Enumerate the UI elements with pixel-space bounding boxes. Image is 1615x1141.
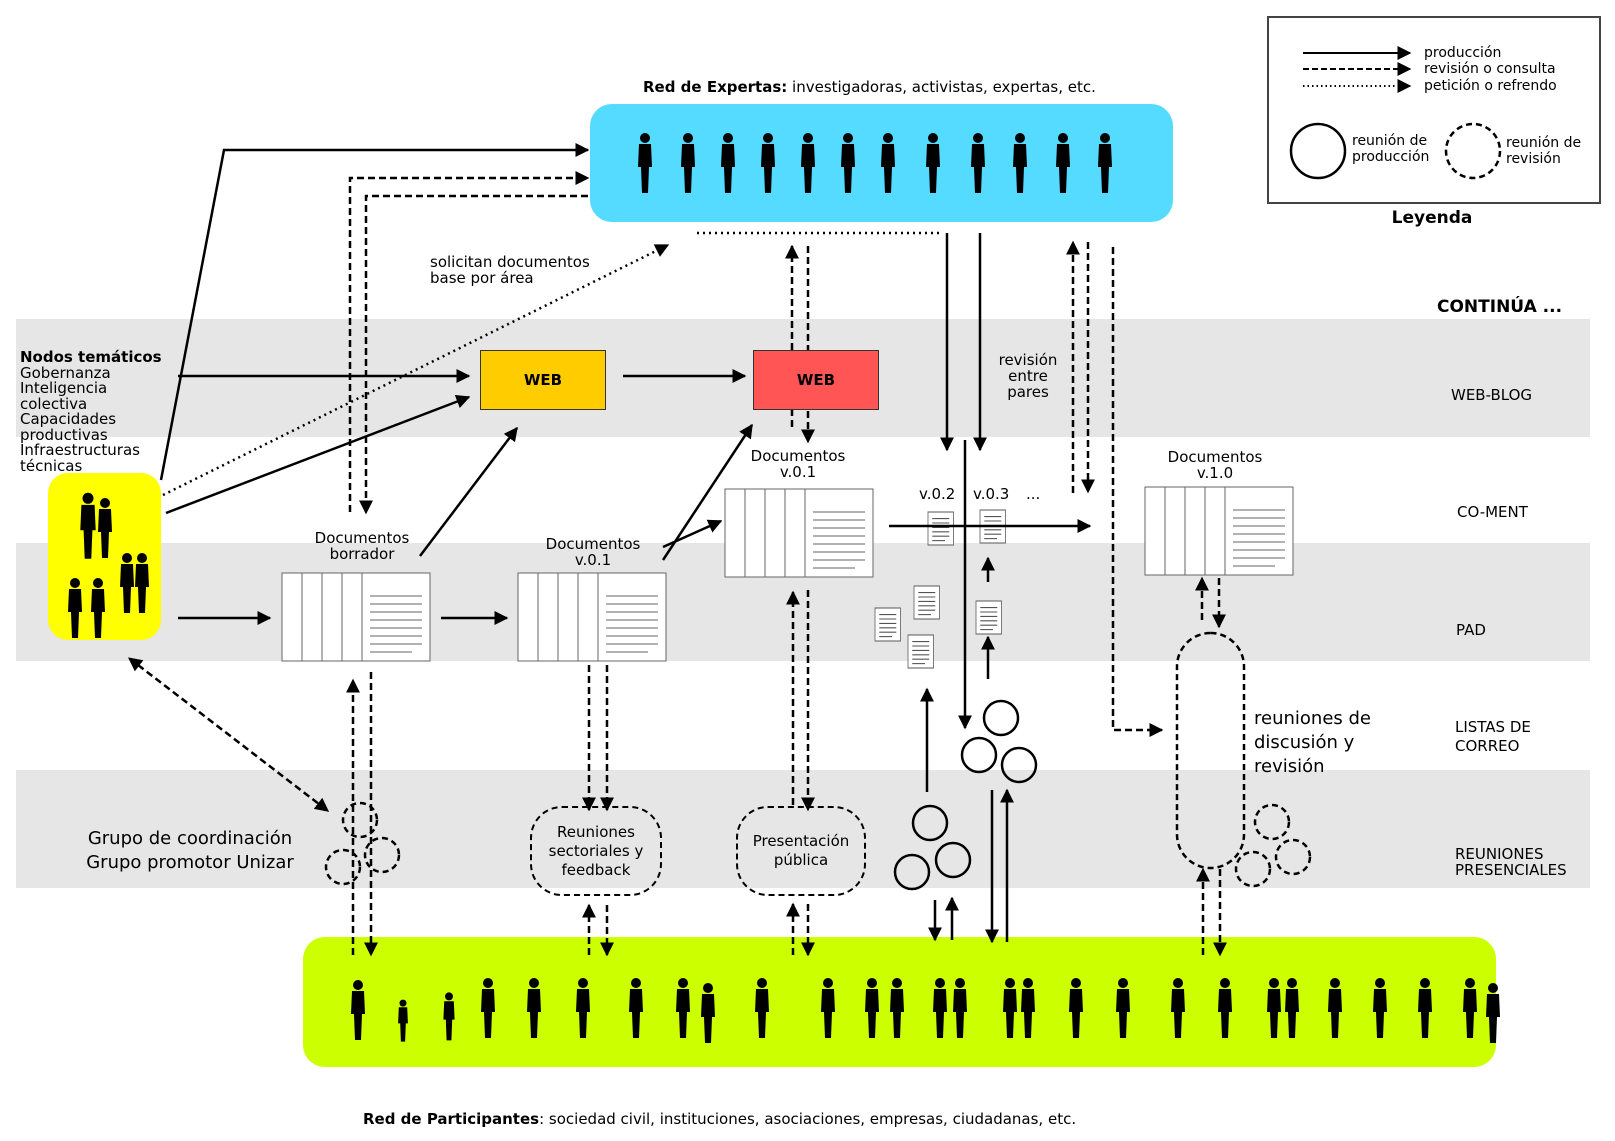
reuniones-discusion-annotation: reuniones de discusión y revisión [1254,707,1371,779]
experts-title-bold: Red de Expertas: [643,78,788,96]
annotation-line: Grupo de coordinación [87,828,293,849]
legend-revision: revisión o consulta [1424,61,1556,77]
version-ellipsis: ... [1026,485,1041,503]
docs-v10-label: Documentos v.1.0 [1155,449,1275,481]
legend-lines [1289,46,1502,180]
experts-title: Red de Expertas: investigadoras, activis… [643,78,1096,96]
row-label-line: LISTAS DE [1455,718,1531,736]
node-item: técnicas [20,456,83,475]
request-arrows [162,231,941,497]
doc-label-line: Documentos [314,529,410,547]
doc-label-line: Documentos [1167,448,1263,466]
docs-v01-coment-label: Documentos v.0.1 [738,448,858,480]
solicitan-annotation: solicitan documentos base por área [430,254,590,286]
doc-stack-v10 [1144,486,1294,576]
row-label-pad: PAD [1456,621,1486,639]
meeting-sectoriales: Reuniones sectoriales y feedback [530,806,662,896]
node-item: Gobernanza [20,363,111,382]
annotation-line: entre [1008,367,1048,385]
docs-v01-pad-label: Documentos v.0.1 [533,536,653,568]
annotation-line: reuniones de [1254,708,1371,729]
annotation-line: Grupo promotor Unizar [86,852,294,873]
row-label-web-blog: WEB-BLOG [1451,386,1533,404]
legend-line: revisión [1506,151,1561,167]
annotation-line: base por área [430,269,534,287]
web-box-draft: WEB [480,350,606,410]
doc-stack-borrador [281,572,431,662]
annotation-line: revisión [998,351,1058,369]
version-v03: v.0.3 [973,485,1010,503]
participants-title-rest: : sociedad civil, instituciones, asociac… [539,1110,1077,1128]
annotation-line: discusión y [1254,732,1355,753]
node-item: Inteligencia [20,379,108,397]
node-item: productivas [20,425,108,444]
row-label-reuniones: REUNIONES PRESENCIALES [1455,846,1567,878]
node-item: Infraestructuras [20,441,140,459]
node-item: Capacidades [20,410,117,428]
web-box-published: WEB [753,350,879,410]
doc-stack-v01-coment [724,488,874,578]
row-label-line: CORREO [1455,737,1520,755]
legend-produccion: producción [1424,45,1502,61]
production-meetings [893,699,1038,891]
nodes-title: Nodos temáticos [20,348,162,366]
row-label-coment: CO-MENT [1457,503,1528,521]
doc-label-line: v.0.1 [779,463,817,481]
experts-title-rest: investigadoras, activistas, expertas, et… [787,78,1096,96]
annotation-line: revisión [1254,756,1325,777]
legend-reunion-produccion: reunión de producción [1352,133,1429,165]
legend-line: producción [1352,149,1430,165]
version-v02: v.0.2 [919,485,956,503]
doc-label-line: Documentos [545,535,641,553]
row-label-listas: LISTAS DE CORREO [1455,718,1531,756]
doc-label-line: v.1.0 [1196,464,1234,482]
continua-label: CONTINÚA ... [1437,297,1563,317]
annotation-line: solicitan documentos [430,253,590,271]
web-label: WEB [523,371,563,389]
revision-arrows [128,171,1227,957]
nodes-list: Nodos temáticos Gobernanza Inteligencia … [20,348,162,475]
legend-reunion-revision: reunión de revisión [1506,135,1581,167]
legend-title: Leyenda [1391,208,1473,228]
revision-meetings [324,631,1312,888]
legend-line: reunión de [1506,135,1582,151]
participants-title-bold: Red de Participantes [363,1110,540,1128]
doc-stack-v01-pad [517,572,667,662]
annotation-line: pares [1007,383,1049,401]
doc-label-line: borrador [329,545,395,563]
grupo-annotation: Grupo de coordinación Grupo promotor Uni… [70,827,310,875]
participants-title: Red de Participantes: sociedad civil, in… [363,1110,1076,1128]
small-docs [874,509,1007,669]
legend-peticion: petición o refrendo [1424,78,1557,94]
legend-line: reunión de [1352,133,1428,149]
revision-pares-annotation: revisión entre pares [988,352,1068,400]
docs-borrador-label: Documentos borrador [302,530,422,562]
doc-label-line: v.0.1 [574,551,612,569]
meeting-publica: Presentación pública [736,806,866,896]
row-label-line: PRESENCIALES [1455,861,1567,879]
web-label: WEB [796,371,836,389]
node-item: colectiva [20,394,88,413]
row-label-line: REUNIONES [1455,845,1544,863]
production-arrows [159,143,1092,944]
doc-label-line: Documentos [750,447,846,465]
legend-box [1267,16,1601,204]
